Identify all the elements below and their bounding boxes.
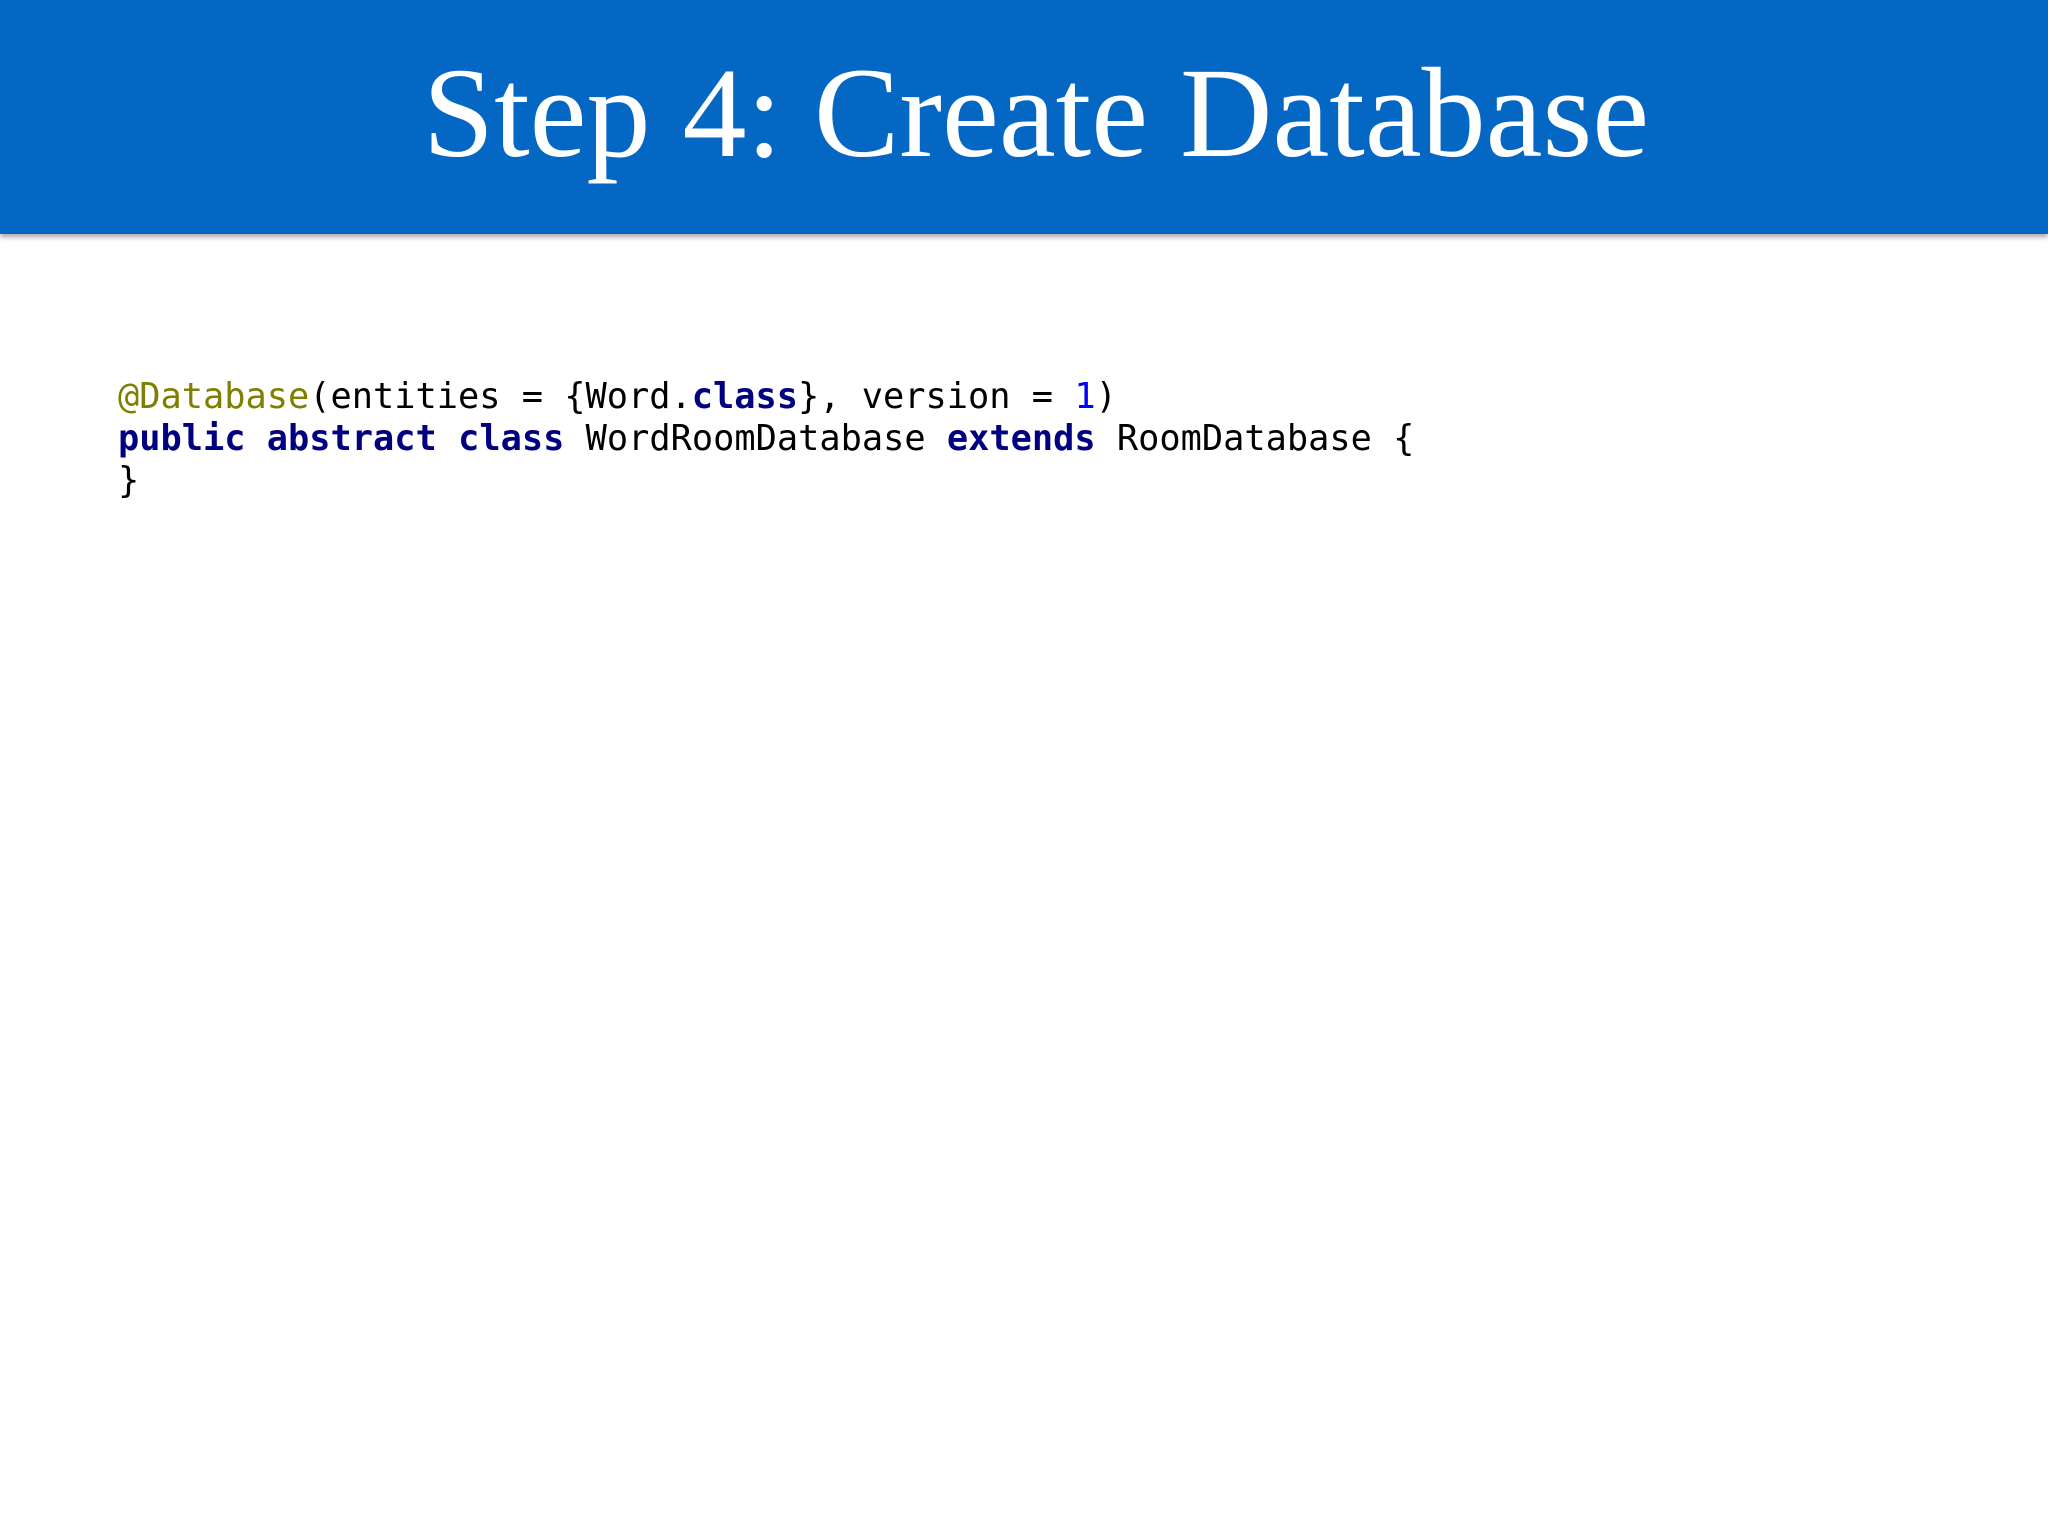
code-token-plain: RoomDatabase { [1095,418,1415,459]
code-line: @Database(entities = {Word.class}, versi… [118,376,1414,418]
code-token-plain [246,418,267,459]
code-token-plain [437,418,458,459]
code-line: } [118,460,1414,502]
code-token-number: 1 [1074,376,1096,417]
code-token-keyword: class [691,376,799,417]
title-bar: Step 4: Create Database [0,0,2048,234]
code-block: @Database(entities = {Word.class}, versi… [118,376,1414,502]
code-token-keyword: abstract [266,418,437,459]
code-line: public abstract class WordRoomDatabase e… [118,418,1414,460]
code-token-plain: }, version = [798,376,1075,417]
slide-title: Step 4: Create Database [422,42,1650,184]
code-token-keyword: public [118,418,246,459]
code-token-plain: (entities = {Word. [309,376,692,417]
code-token-plain: WordRoomDatabase [564,418,947,459]
code-token-keyword: extends [946,418,1096,459]
code-token-keyword: class [458,418,565,459]
code-token-plain: ) [1095,376,1117,417]
code-token-annotation: @Database [118,376,310,417]
code-token-plain: } [118,460,140,501]
